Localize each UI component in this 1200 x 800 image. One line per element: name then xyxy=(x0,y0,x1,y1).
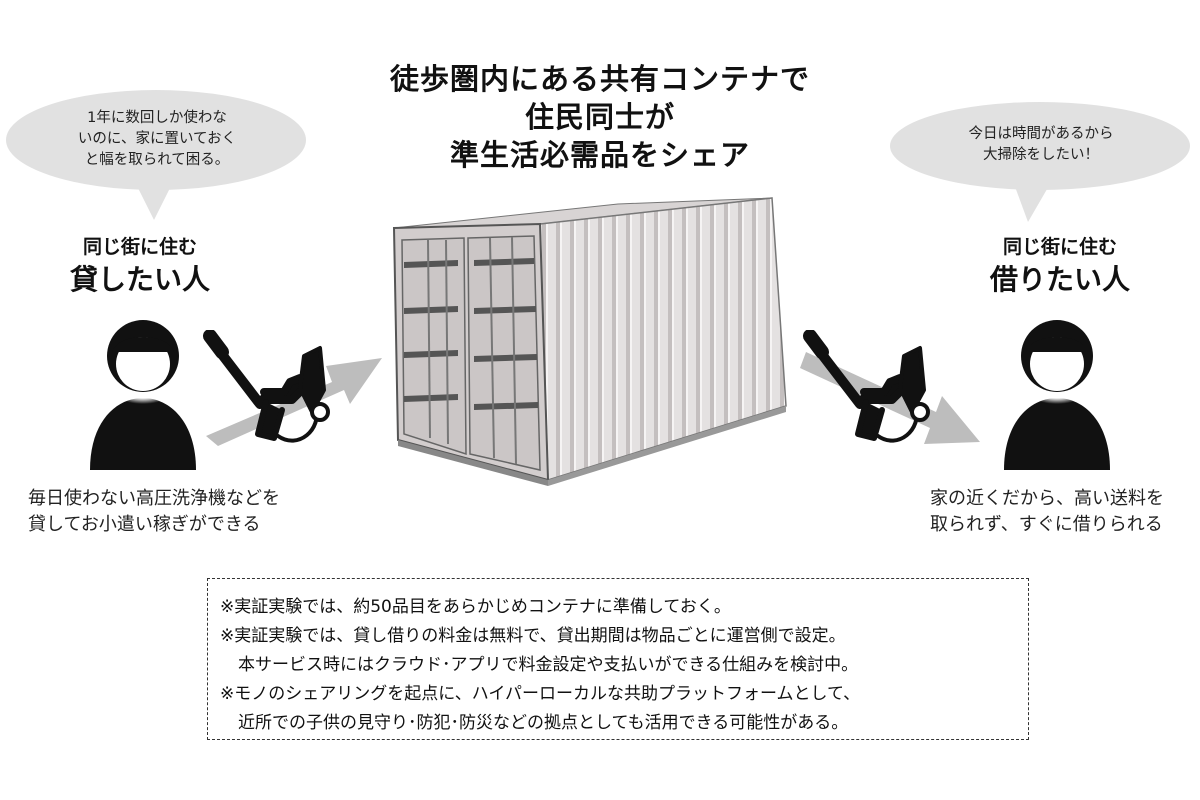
speech-bubble-icon xyxy=(890,102,1190,222)
lender-bubble-line: と幅を取られて困る。 xyxy=(84,152,230,168)
note-line: ※実証実験では、貸し借りの料金は無料で、貸出期間は物品ごとに運営側で設定。 xyxy=(220,626,846,646)
shipping-container-icon xyxy=(392,197,787,486)
borrower-bubble-line: 今日は時間があるから xyxy=(968,126,1114,142)
person-icon xyxy=(90,320,196,470)
borrower-role-sub: 同じ街に住む xyxy=(1002,236,1117,258)
borrower-desc-line: 家の近くだから、高い送料を xyxy=(930,488,1164,509)
borrower-description: 家の近くだから、高い送料を 取られず、すぐに借りられる xyxy=(930,486,1164,538)
lender-role-sub: 同じ街に住む xyxy=(82,236,197,258)
lender-bubble-line: いのに、家に置いておく xyxy=(77,131,237,147)
notes-box: ※実証実験では、約50品目をあらかじめコンテナに準備しておく。 ※実証実験では、… xyxy=(207,578,1029,740)
pressure-washer-icon xyxy=(203,330,330,443)
note-line: 近所での子供の見守り･防犯･防災などの拠点としても活用できる可能性がある。 xyxy=(238,713,849,733)
lender-role-main: 貸したい人 xyxy=(69,263,210,296)
note-line: 本サービス時にはクラウド･アプリで料金設定や支払いができる仕組みを検討中。 xyxy=(238,655,859,675)
diagram-title: 徒歩圏内にある共有コンテナで 住民同士が 準生活必需品をシェア xyxy=(300,60,900,174)
borrower-desc-line: 取られず、すぐに借りられる xyxy=(930,514,1163,535)
lender-description: 毎日使わない高圧洗浄機などを 貸してお小遣い稼ぎができる xyxy=(28,486,280,538)
borrower-role-main: 借りたい人 xyxy=(989,263,1130,296)
person-icon xyxy=(1004,320,1110,470)
pressure-washer-icon xyxy=(803,330,930,443)
title-line-2: 住民同士が xyxy=(524,100,675,134)
note-line: ※実証実験では、約50品目をあらかじめコンテナに準備しておく。 xyxy=(220,597,731,617)
borrower-speech-bubble: 今日は時間があるから 大掃除をしたい！ xyxy=(888,124,1194,166)
lender-bubble-line: 1年に数回しか使わな xyxy=(87,110,227,126)
borrower-bubble-line: 大掃除をしたい！ xyxy=(983,147,1099,163)
lender-speech-bubble: 1年に数回しか使わな いのに、家に置いておく と幅を取られて困る。 xyxy=(4,108,310,171)
note-line: ※モノのシェアリングを起点に、ハイパーローカルな共助プラットフォームとして、 xyxy=(220,684,861,704)
title-line-3: 準生活必需品をシェア xyxy=(449,138,750,172)
title-line-1: 徒歩圏内にある共有コンテナで xyxy=(389,62,810,96)
lender-desc-line: 貸してお小遣い稼ぎができる xyxy=(28,514,261,535)
speech-bubble-icon xyxy=(6,90,306,220)
lender-desc-line: 毎日使わない高圧洗浄機などを xyxy=(28,488,280,509)
